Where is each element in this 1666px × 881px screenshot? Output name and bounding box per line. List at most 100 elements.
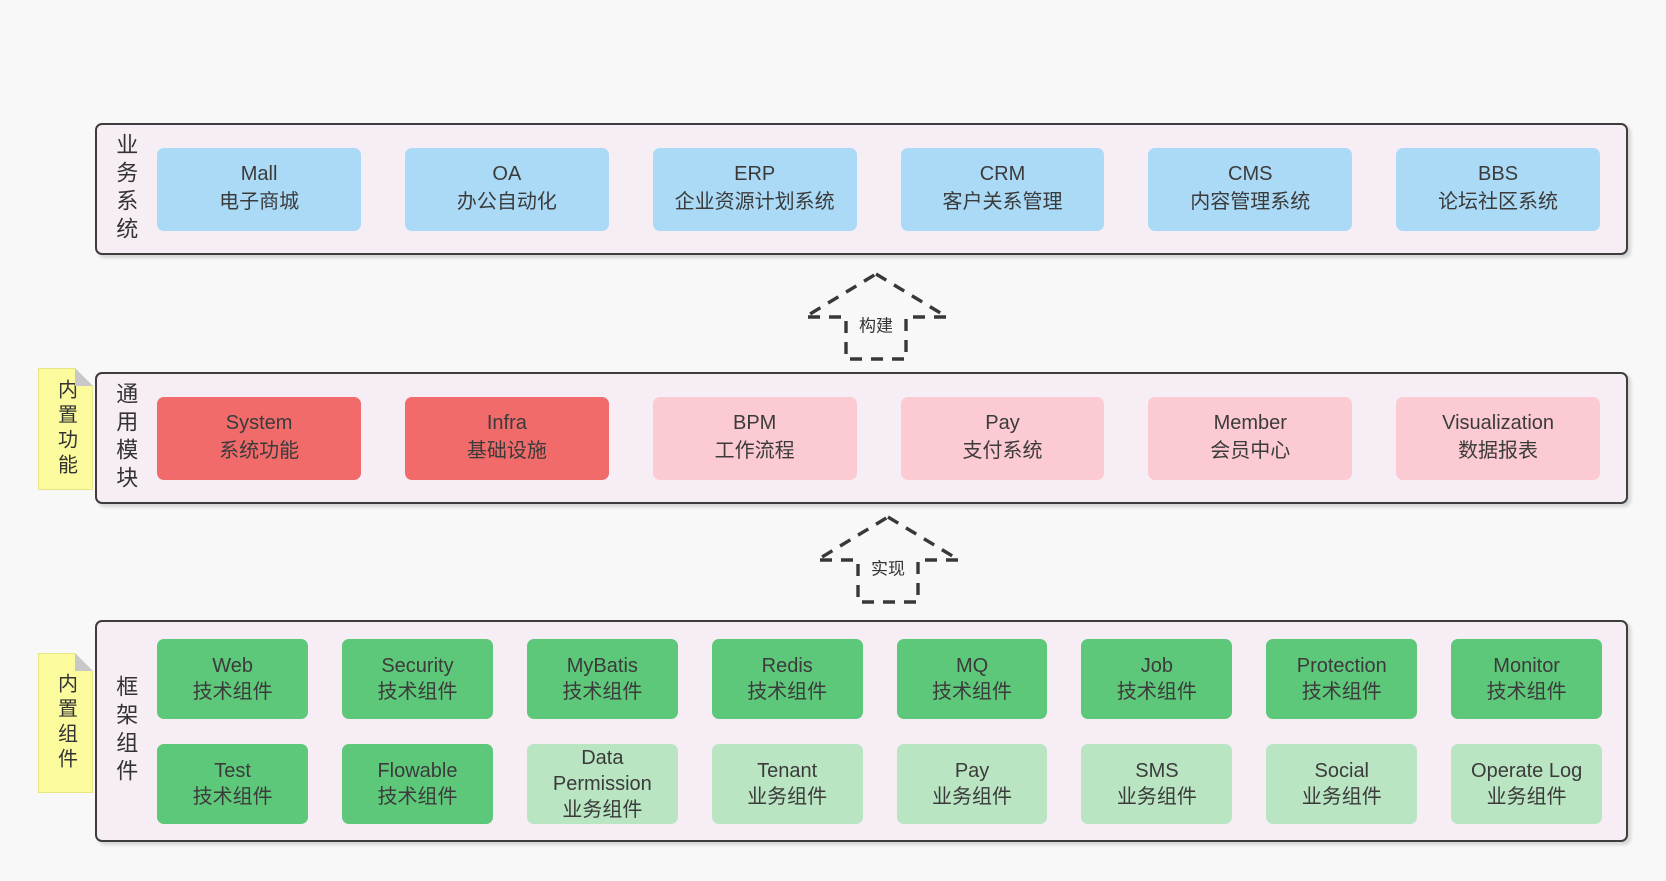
- sticky-note-builtin-functions: 内置功能: [38, 368, 93, 490]
- modules-box-row: System 系统功能 Infra 基础设施 BPM 工作流程 Pay 支付系统…: [157, 396, 1600, 480]
- diagram-box: ERP 企业资源计划系统: [652, 147, 857, 231]
- box-subtitle: 技术组件: [562, 680, 643, 703]
- diagram-box: MyBatis 技术组件: [526, 638, 678, 719]
- diagram-box: Pay 支付系统: [900, 396, 1105, 480]
- box-title: Test: [214, 759, 251, 782]
- arrow-implement: 实现: [813, 513, 963, 605]
- box-subtitle: 客户关系管理: [942, 191, 1063, 213]
- box-title: System: [225, 412, 293, 435]
- box-title: Data Permission: [552, 746, 652, 795]
- box-subtitle: 基础设施: [466, 440, 547, 462]
- diagram-box: Member 会员中心: [1148, 396, 1353, 480]
- box-subtitle: 系统功能: [219, 440, 300, 462]
- diagram-box: MQ 技术组件: [896, 638, 1048, 719]
- box-subtitle: 业务组件: [747, 785, 828, 808]
- diagram-box: Security 技术组件: [342, 638, 493, 719]
- diagram-box: System 系统功能: [157, 396, 361, 480]
- box-title: Job: [1140, 654, 1174, 677]
- layer-common-modules: 通用模块 System 系统功能 Infra 基础设施 BPM 工作流程 Pay…: [95, 372, 1628, 504]
- diagram-box: Web 技术组件: [157, 638, 309, 719]
- business-box-row: Mall 电子商城 OA 办公自动化 ERP 企业资源计划系统 CRM 客户关系…: [157, 147, 1600, 231]
- box-subtitle: 技术组件: [932, 680, 1013, 703]
- diagram-box: CRM 客户关系管理: [900, 147, 1105, 231]
- layer-components-side-label: 框架组件: [113, 675, 139, 787]
- diagram-box: Redis 技术组件: [711, 638, 863, 719]
- box-subtitle: 技术组件: [1486, 680, 1567, 703]
- box-subtitle: 业务组件: [562, 798, 643, 821]
- box-title: Mall: [240, 163, 278, 186]
- diagram-box: Test 技术组件: [157, 743, 309, 824]
- box-title: MyBatis: [566, 654, 638, 677]
- diagram-box: Mall 电子商城: [157, 147, 361, 231]
- box-subtitle: 技术组件: [192, 785, 273, 808]
- box-subtitle: 企业资源计划系统: [674, 191, 835, 213]
- diagram-box: OA 办公自动化: [404, 147, 609, 231]
- layer-business-systems: 业务系统 Mall 电子商城 OA 办公自动化 ERP 企业资源计划系统 CRM…: [95, 123, 1628, 255]
- components-row-1: Web 技术组件 Security 技术组件 MyBatis 技术组件 Redi…: [157, 638, 1603, 719]
- box-title: Pay: [954, 759, 990, 782]
- box-subtitle: 工作流程: [714, 440, 795, 462]
- box-subtitle: 业务组件: [1301, 785, 1382, 808]
- diagram-box: CMS 内容管理系统: [1148, 147, 1353, 231]
- diagram-box: Pay 业务组件: [896, 743, 1048, 824]
- box-subtitle: 支付系统: [962, 440, 1043, 462]
- box-subtitle: 业务组件: [1486, 785, 1567, 808]
- note-label: 内置组件: [54, 673, 77, 773]
- diagram-box: BBS 论坛社区系统: [1396, 147, 1600, 231]
- box-subtitle: 技术组件: [1116, 680, 1197, 703]
- diagram-box: Flowable 技术组件: [342, 743, 493, 824]
- diagram-box: BPM 工作流程: [652, 396, 857, 480]
- box-subtitle: 办公自动化: [456, 191, 557, 213]
- diagram-box: Job 技术组件: [1081, 638, 1233, 719]
- box-title: Redis: [761, 654, 813, 677]
- box-title: Visualization: [1442, 412, 1555, 435]
- diagram-box: Monitor 技术组件: [1451, 638, 1603, 719]
- diagram-box: Social 业务组件: [1266, 743, 1418, 824]
- box-subtitle: 内容管理系统: [1190, 191, 1311, 213]
- box-title: MQ: [955, 654, 989, 677]
- box-title: BPM: [733, 412, 777, 435]
- box-title: CMS: [1228, 163, 1273, 186]
- box-title: SMS: [1135, 759, 1179, 782]
- box-title: BBS: [1478, 163, 1519, 186]
- box-title: Protection: [1296, 654, 1387, 677]
- box-title: OA: [492, 163, 522, 186]
- arrow-build-label: 构建: [856, 309, 896, 339]
- diagram-box: Operate Log 业务组件: [1451, 743, 1603, 824]
- layer-framework-components: 框架组件 Web 技术组件 Security 技术组件 MyBatis 技术组件: [95, 620, 1628, 842]
- box-subtitle: 技术组件: [747, 680, 828, 703]
- box-subtitle: 技术组件: [377, 680, 458, 703]
- components-grid: Web 技术组件 Security 技术组件 MyBatis 技术组件 Redi…: [157, 638, 1603, 824]
- diagram-box: Visualization 数据报表: [1396, 396, 1600, 480]
- box-subtitle: 数据报表: [1458, 440, 1539, 462]
- box-title: ERP: [734, 163, 776, 186]
- box-title: Infra: [486, 412, 527, 435]
- sticky-note-builtin-components: 内置组件: [38, 653, 93, 793]
- box-subtitle: 技术组件: [1301, 680, 1382, 703]
- box-subtitle: 业务组件: [1116, 785, 1197, 808]
- diagram-box: Protection 技术组件: [1266, 638, 1418, 719]
- box-subtitle: 技术组件: [192, 680, 273, 703]
- up-arrow-icon: [801, 272, 951, 361]
- box-title: Social: [1314, 759, 1370, 782]
- box-subtitle: 业务组件: [932, 785, 1013, 808]
- diagram-box: SMS 业务组件: [1081, 743, 1233, 824]
- box-title: Web: [212, 654, 253, 677]
- box-title: Tenant: [757, 759, 818, 782]
- components-row-2: Test 技术组件 Flowable 技术组件 Data Permission …: [157, 743, 1603, 824]
- box-subtitle: 电子商城: [219, 191, 300, 213]
- up-arrow-icon: [813, 515, 963, 604]
- arrow-implement-label: 实现: [868, 552, 908, 582]
- layer-modules-side-label: 通用模块: [113, 382, 139, 494]
- box-title: Member: [1213, 412, 1287, 435]
- diagram-box: Tenant 业务组件: [711, 743, 863, 824]
- layer-business-side-label: 业务系统: [113, 133, 139, 245]
- box-title: Flowable: [377, 759, 458, 782]
- box-subtitle: 技术组件: [377, 785, 458, 808]
- box-title: Monitor: [1493, 654, 1560, 677]
- box-title: Operate Log: [1471, 759, 1583, 782]
- arrow-build: 构建: [801, 270, 951, 362]
- box-subtitle: 会员中心: [1210, 440, 1291, 462]
- diagram-box: Infra 基础设施: [404, 396, 609, 480]
- box-title: CRM: [979, 163, 1026, 186]
